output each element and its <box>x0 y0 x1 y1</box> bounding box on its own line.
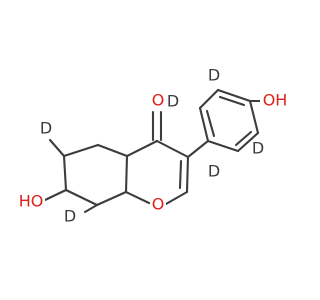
deuterium-upper-ring-label: D <box>40 119 52 138</box>
bond-c4-c3 <box>155 139 190 159</box>
bond-layer <box>43 88 262 214</box>
bond-c6-d <box>48 138 66 158</box>
ring-oh-bg <box>17 191 45 211</box>
bond-ph6-ph1 <box>206 139 240 153</box>
bond-c3-c2 <box>185 155 190 194</box>
bond-c5-c6 <box>62 143 100 158</box>
deuterium-right-phenyl-label: D <box>252 139 264 158</box>
ring-hydroxyl-label: HO <box>19 192 44 211</box>
bond-c3-phenyl <box>186 139 210 159</box>
bond-c7-ho <box>43 188 68 202</box>
bond-c4a-c5 <box>96 143 129 158</box>
bond-ph2-ph3 <box>198 88 220 110</box>
deuterium-top-phenyl-label: D <box>208 66 220 85</box>
bond-ph3-ph4 <box>216 88 252 103</box>
bond-c4a-c4 <box>125 139 159 158</box>
bond-c6-c7 <box>62 154 68 192</box>
phenol-hydroxyl-label: OH <box>263 91 288 110</box>
bond-c3-c2-double <box>178 159 183 190</box>
bond-c8-d <box>83 203 99 214</box>
molecule-diagram: O O OH HO D D D D D D <box>17 65 288 226</box>
bond-c7-c8 <box>64 188 99 207</box>
bond-ph1-ph2-inner <box>205 109 216 138</box>
bond-c8a-c4a <box>124 154 129 194</box>
deuterium-lower-ring-label: D <box>64 207 76 226</box>
ring-oxygen-label: O <box>152 195 165 214</box>
bond-ph1-ph2 <box>198 106 210 143</box>
deuterium-left-phenyl-label: D <box>167 92 179 111</box>
ring-o-bg <box>150 193 166 213</box>
ketone-oxygen-label: O <box>152 91 165 110</box>
deuterium-bottom-phenyl-label: D <box>208 162 220 181</box>
bond-ph4-ph5 <box>248 99 260 135</box>
bond-ph5-ph6 <box>236 131 260 153</box>
phenol-oh-bg <box>260 90 288 110</box>
label-layer: O O OH HO D D D D D D <box>17 66 288 226</box>
bond-ph5-ph6-inner <box>234 130 253 147</box>
bond-c8-c8a <box>95 190 128 207</box>
bond-ph3-ph4-inner <box>218 95 246 107</box>
ketone-o-bg <box>151 90 165 110</box>
bond-c2-o1 <box>164 190 189 206</box>
bond-o1-c8a <box>124 190 151 205</box>
